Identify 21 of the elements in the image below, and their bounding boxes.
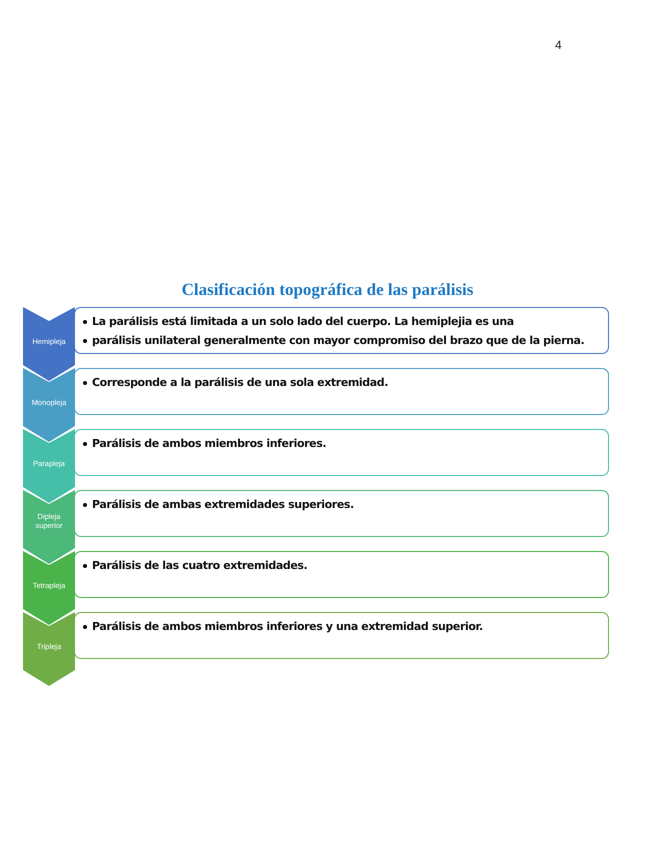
- bullet-text: Parálisis de ambos miembros inferiores.: [92, 436, 326, 452]
- chevron-shape: [23, 368, 75, 442]
- text-box: [74, 429, 609, 476]
- bullet-text: parálisis unilateral generalmente con mayor compromiso del brazo que de la pierna.: [92, 333, 584, 349]
- chevron-shape: [23, 307, 75, 381]
- chevron-shape: [23, 612, 75, 686]
- bullet-text: Parálisis de ambos miembros inferiores y una extremidad superior.: [92, 619, 483, 635]
- text-box: [74, 490, 609, 537]
- text-box: [74, 307, 609, 354]
- bullet-text: La parálisis está limitada a un solo lado del cuerpo. La hemiplejia es una: [92, 314, 514, 330]
- chevron-shape: [23, 490, 75, 564]
- chevron-shape: [23, 429, 75, 503]
- chevron-shape: [23, 551, 75, 625]
- text-box: [74, 551, 609, 598]
- bullet-text: Parálisis de ambas extremidades superiores.: [92, 497, 354, 513]
- bullet-text: Corresponde a la parálisis de una sola extremidad.: [92, 375, 388, 391]
- page-number: 4: [555, 38, 562, 52]
- text-box: [74, 368, 609, 415]
- bullet-text: Parálisis de las cuatro extremidades.: [92, 558, 308, 574]
- title: Clasificación topográfica de las parálisis: [180, 280, 474, 300]
- text-box: [74, 612, 609, 659]
